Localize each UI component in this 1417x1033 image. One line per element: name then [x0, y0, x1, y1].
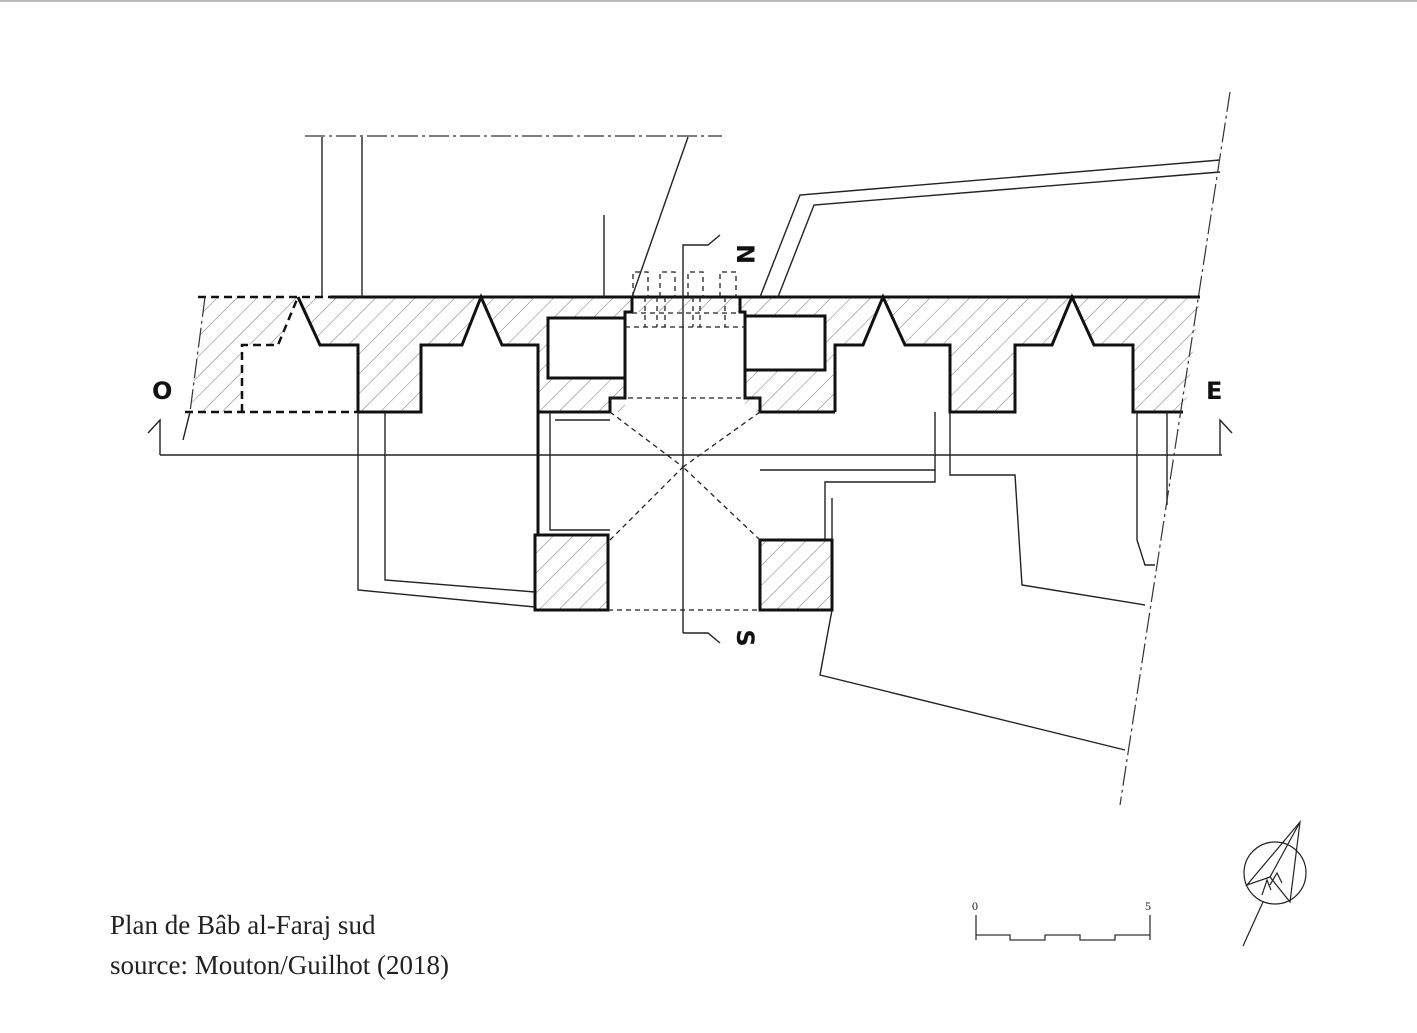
scale-bar — [975, 915, 1151, 941]
conjectural-tower — [185, 293, 358, 414]
section-label-north: N — [731, 244, 759, 264]
section-label-west: O — [152, 377, 172, 405]
section-label-south: S — [731, 629, 759, 646]
property-boundary — [189, 91, 1231, 806]
thin-lines — [147, 136, 1233, 751]
scale-start-label: 0 — [972, 899, 978, 913]
scale-end-label: 5 — [1145, 899, 1151, 913]
dashed-details — [608, 271, 761, 611]
caption-source: source: Mouton/Guilhot (2018) — [110, 950, 449, 980]
section-label-east: E — [1206, 377, 1222, 405]
north-arrow-icon — [1242, 820, 1307, 947]
caption-title: Plan de Bâb al-Faraj sud — [110, 910, 376, 940]
recesses — [242, 297, 1133, 412]
